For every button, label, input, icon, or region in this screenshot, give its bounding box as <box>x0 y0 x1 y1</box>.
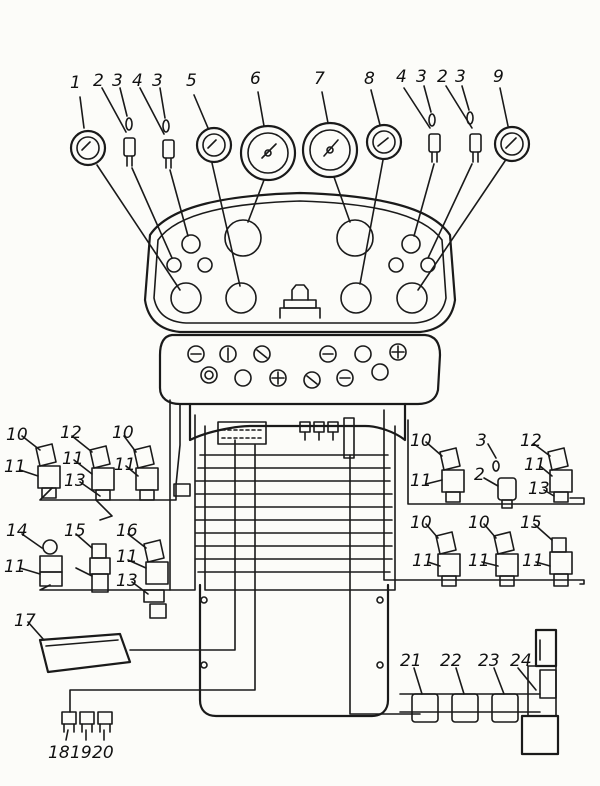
lamp-4b <box>428 133 441 163</box>
steering-column <box>291 284 309 301</box>
lamp-2b <box>469 133 482 163</box>
callout-11: 11 <box>412 551 434 571</box>
callout-11: 11 <box>62 449 84 469</box>
callout-11: 11 <box>4 457 26 477</box>
gauge-7 <box>301 121 359 179</box>
callout-5: 5 <box>186 71 197 91</box>
pedestal <box>188 402 407 718</box>
callout-3: 3 <box>416 67 427 87</box>
gauge-6 <box>239 124 297 182</box>
console-switch-row-bottom <box>200 363 389 389</box>
bulb-3b <box>162 119 170 133</box>
relays-21-23 <box>411 693 519 723</box>
callout-21: 21 <box>400 651 422 671</box>
callout-3: 3 <box>476 431 487 451</box>
panel-socket <box>170 282 202 314</box>
callout-11: 11 <box>468 551 490 571</box>
panel-socket <box>340 282 372 314</box>
callout-16: 16 <box>116 521 138 541</box>
panel-indicator <box>197 257 213 273</box>
panel-socket-small <box>401 234 421 254</box>
callout-10: 10 <box>468 513 490 533</box>
callout-12: 12 <box>520 431 542 451</box>
callout-14: 14 <box>6 521 28 541</box>
callout-2: 2 <box>437 67 448 87</box>
callout-11: 11 <box>4 557 26 577</box>
callout-7: 7 <box>314 69 325 89</box>
bulb-3c <box>428 113 436 127</box>
panel-indicator <box>166 257 182 273</box>
gauge-5 <box>195 126 233 164</box>
callout-17: 17 <box>14 611 36 631</box>
callout-11: 11 <box>116 547 138 567</box>
lamp-4a <box>162 139 175 169</box>
panel-socket-small <box>181 234 201 254</box>
switch-group-left-top <box>35 443 191 521</box>
leader-lines-top <box>79 85 509 291</box>
connectors-18-20 <box>61 711 113 733</box>
callout-10: 10 <box>410 513 432 533</box>
panel-indicator <box>420 257 436 273</box>
callout-11: 11 <box>410 471 432 491</box>
callout-19: 19 <box>70 743 92 763</box>
callout-11: 11 <box>524 455 546 475</box>
gauge-9 <box>493 125 531 163</box>
callout-11: 11 <box>522 551 544 571</box>
callout-labels: 1 2 3 4 3 5 6 7 8 4 3 2 3 9 10 12 10 11 … <box>4 67 550 763</box>
fuse-block-left <box>217 421 267 445</box>
instrument-panel <box>143 191 457 334</box>
panel-socket-large <box>336 219 374 257</box>
callout-24: 24 <box>510 651 532 671</box>
callout-3: 3 <box>112 71 123 91</box>
console-switch-row-top <box>187 343 407 363</box>
callout-4: 4 <box>132 71 143 91</box>
callout-13: 13 <box>116 571 138 591</box>
panel-socket <box>225 282 257 314</box>
bulb-3a <box>125 117 133 131</box>
gauge-8 <box>365 123 403 161</box>
callout-10: 10 <box>410 431 432 451</box>
callout-18: 18 <box>48 743 70 763</box>
panel-indicator <box>388 257 404 273</box>
control-box-17 <box>38 632 132 674</box>
callout-23: 23 <box>478 651 500 671</box>
relay-block <box>299 417 355 459</box>
callout-13: 13 <box>528 479 550 499</box>
panel-socket-large <box>224 219 262 257</box>
switch-console <box>158 333 442 406</box>
column-boot <box>195 454 393 573</box>
lamp-2a <box>123 137 136 167</box>
leader-lines-side <box>19 435 555 741</box>
callout-9: 9 <box>493 67 504 87</box>
column-unit-24 <box>520 628 560 756</box>
callout-13: 13 <box>64 471 86 491</box>
callout-22: 22 <box>440 651 462 671</box>
callout-15: 15 <box>64 521 86 541</box>
callout-20: 20 <box>92 743 114 763</box>
callout-1: 1 <box>70 73 81 93</box>
switch-group-left-bottom <box>39 539 169 619</box>
callout-12: 12 <box>60 423 82 443</box>
switch-group-right-top <box>439 447 573 509</box>
panel-socket <box>396 282 428 314</box>
callout-10: 10 <box>6 425 28 445</box>
callout-2: 2 <box>474 465 485 485</box>
callout-10: 10 <box>112 423 134 443</box>
gauge-1 <box>69 129 107 167</box>
callout-4: 4 <box>396 67 407 87</box>
callout-2: 2 <box>93 71 104 91</box>
callout-11: 11 <box>114 455 136 475</box>
callout-8: 8 <box>364 69 375 89</box>
callout-3: 3 <box>455 67 466 87</box>
callout-6: 6 <box>250 69 261 89</box>
callout-3: 3 <box>152 71 163 91</box>
callout-15: 15 <box>520 513 542 533</box>
